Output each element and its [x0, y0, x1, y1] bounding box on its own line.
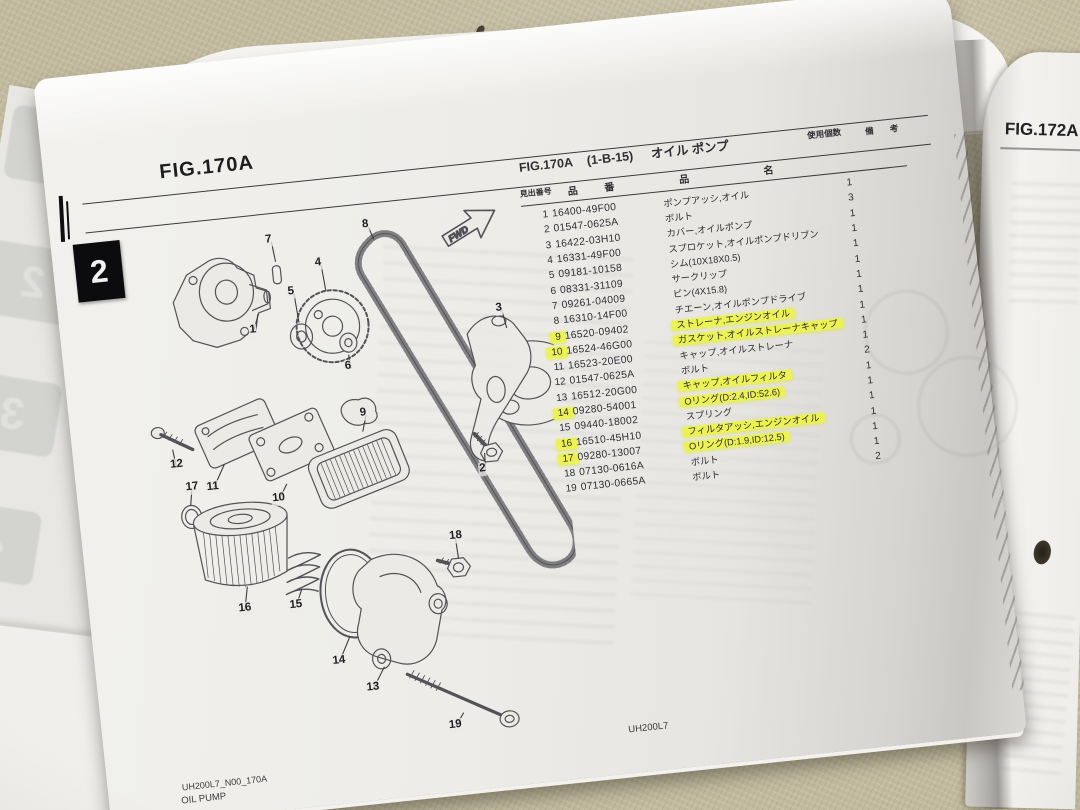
cell-no: 13 [555, 391, 568, 404]
cell-no: 15 [558, 422, 572, 435]
binder-hole [1031, 539, 1053, 566]
cell-no: 16 [546, 436, 578, 451]
cell-no: 3 [545, 239, 552, 252]
column-header-qty: 使用個数 [806, 127, 842, 141]
callout-19: 19 [447, 717, 464, 734]
next-page-ghost-text [1008, 171, 1080, 304]
cell-no: 10 [536, 345, 569, 360]
footer-model: UH200L7 [627, 720, 669, 736]
callout-10: 10 [270, 491, 287, 507]
callout-14: 14 [330, 653, 348, 669]
next-page-rule [1000, 147, 1080, 153]
cell-no: 9 [534, 330, 567, 345]
cell-no: 18 [563, 467, 576, 480]
callout-12: 12 [168, 457, 185, 473]
cell-no: 4 [546, 254, 554, 267]
callout-4: 4 [313, 255, 324, 271]
tab-edge-mark [58, 195, 66, 242]
callout-11: 11 [205, 479, 221, 496]
callout-16: 16 [236, 601, 254, 617]
cell-no: 6 [549, 285, 557, 297]
callout-3: 3 [493, 301, 504, 316]
callout-5: 5 [286, 284, 296, 300]
cell-no: 8 [553, 315, 560, 328]
ghost-tab-3: 3 [0, 370, 64, 459]
cell-no: 11 [553, 361, 565, 374]
column-header-no: 見出番号 [519, 186, 553, 199]
callout-6: 6 [343, 359, 353, 374]
column-header-remarks: 備 考 [864, 122, 906, 137]
callout-8: 8 [360, 217, 371, 233]
cell-qty: 2 [874, 451, 882, 463]
cell-no: 19 [565, 483, 578, 496]
page-title: FIG.170A [158, 151, 255, 184]
tab-edge-mark [66, 201, 71, 240]
section-tab-number: 2 [88, 251, 110, 290]
cell-no: 2 [543, 224, 551, 236]
callout-9: 9 [358, 406, 368, 421]
callout-1: 1 [247, 323, 258, 338]
cell-no: 17 [547, 452, 580, 466]
callout-7: 7 [263, 233, 274, 248]
table-ref: (1-B-15) [586, 148, 634, 168]
cell-no: 1 [541, 209, 549, 221]
ghost-tab-4: 4 [0, 499, 43, 587]
callout-15: 15 [287, 597, 305, 614]
table-fig: FIG.170A [518, 155, 574, 175]
table-part-name: オイル ポンプ [650, 138, 730, 161]
callout-17: 17 [184, 480, 201, 496]
cell-no: 14 [542, 406, 575, 421]
cell-no: 7 [551, 300, 559, 313]
catalog-page: 2 FIG.170A [33, 0, 1027, 810]
callout-2: 2 [477, 461, 488, 477]
callout-13: 13 [364, 680, 382, 696]
next-page-fig-heading: FIG.172A [1004, 119, 1079, 141]
cell-no: 12 [554, 376, 567, 389]
callout-18: 18 [447, 528, 464, 545]
cell-no: 5 [548, 270, 556, 282]
exploded-diagram-svg: FWD [150, 209, 583, 728]
parts-table: FIG.170A(1-B-15)オイル ポンプ 使用個数 備 考 見出番号 品 … [515, 107, 946, 516]
